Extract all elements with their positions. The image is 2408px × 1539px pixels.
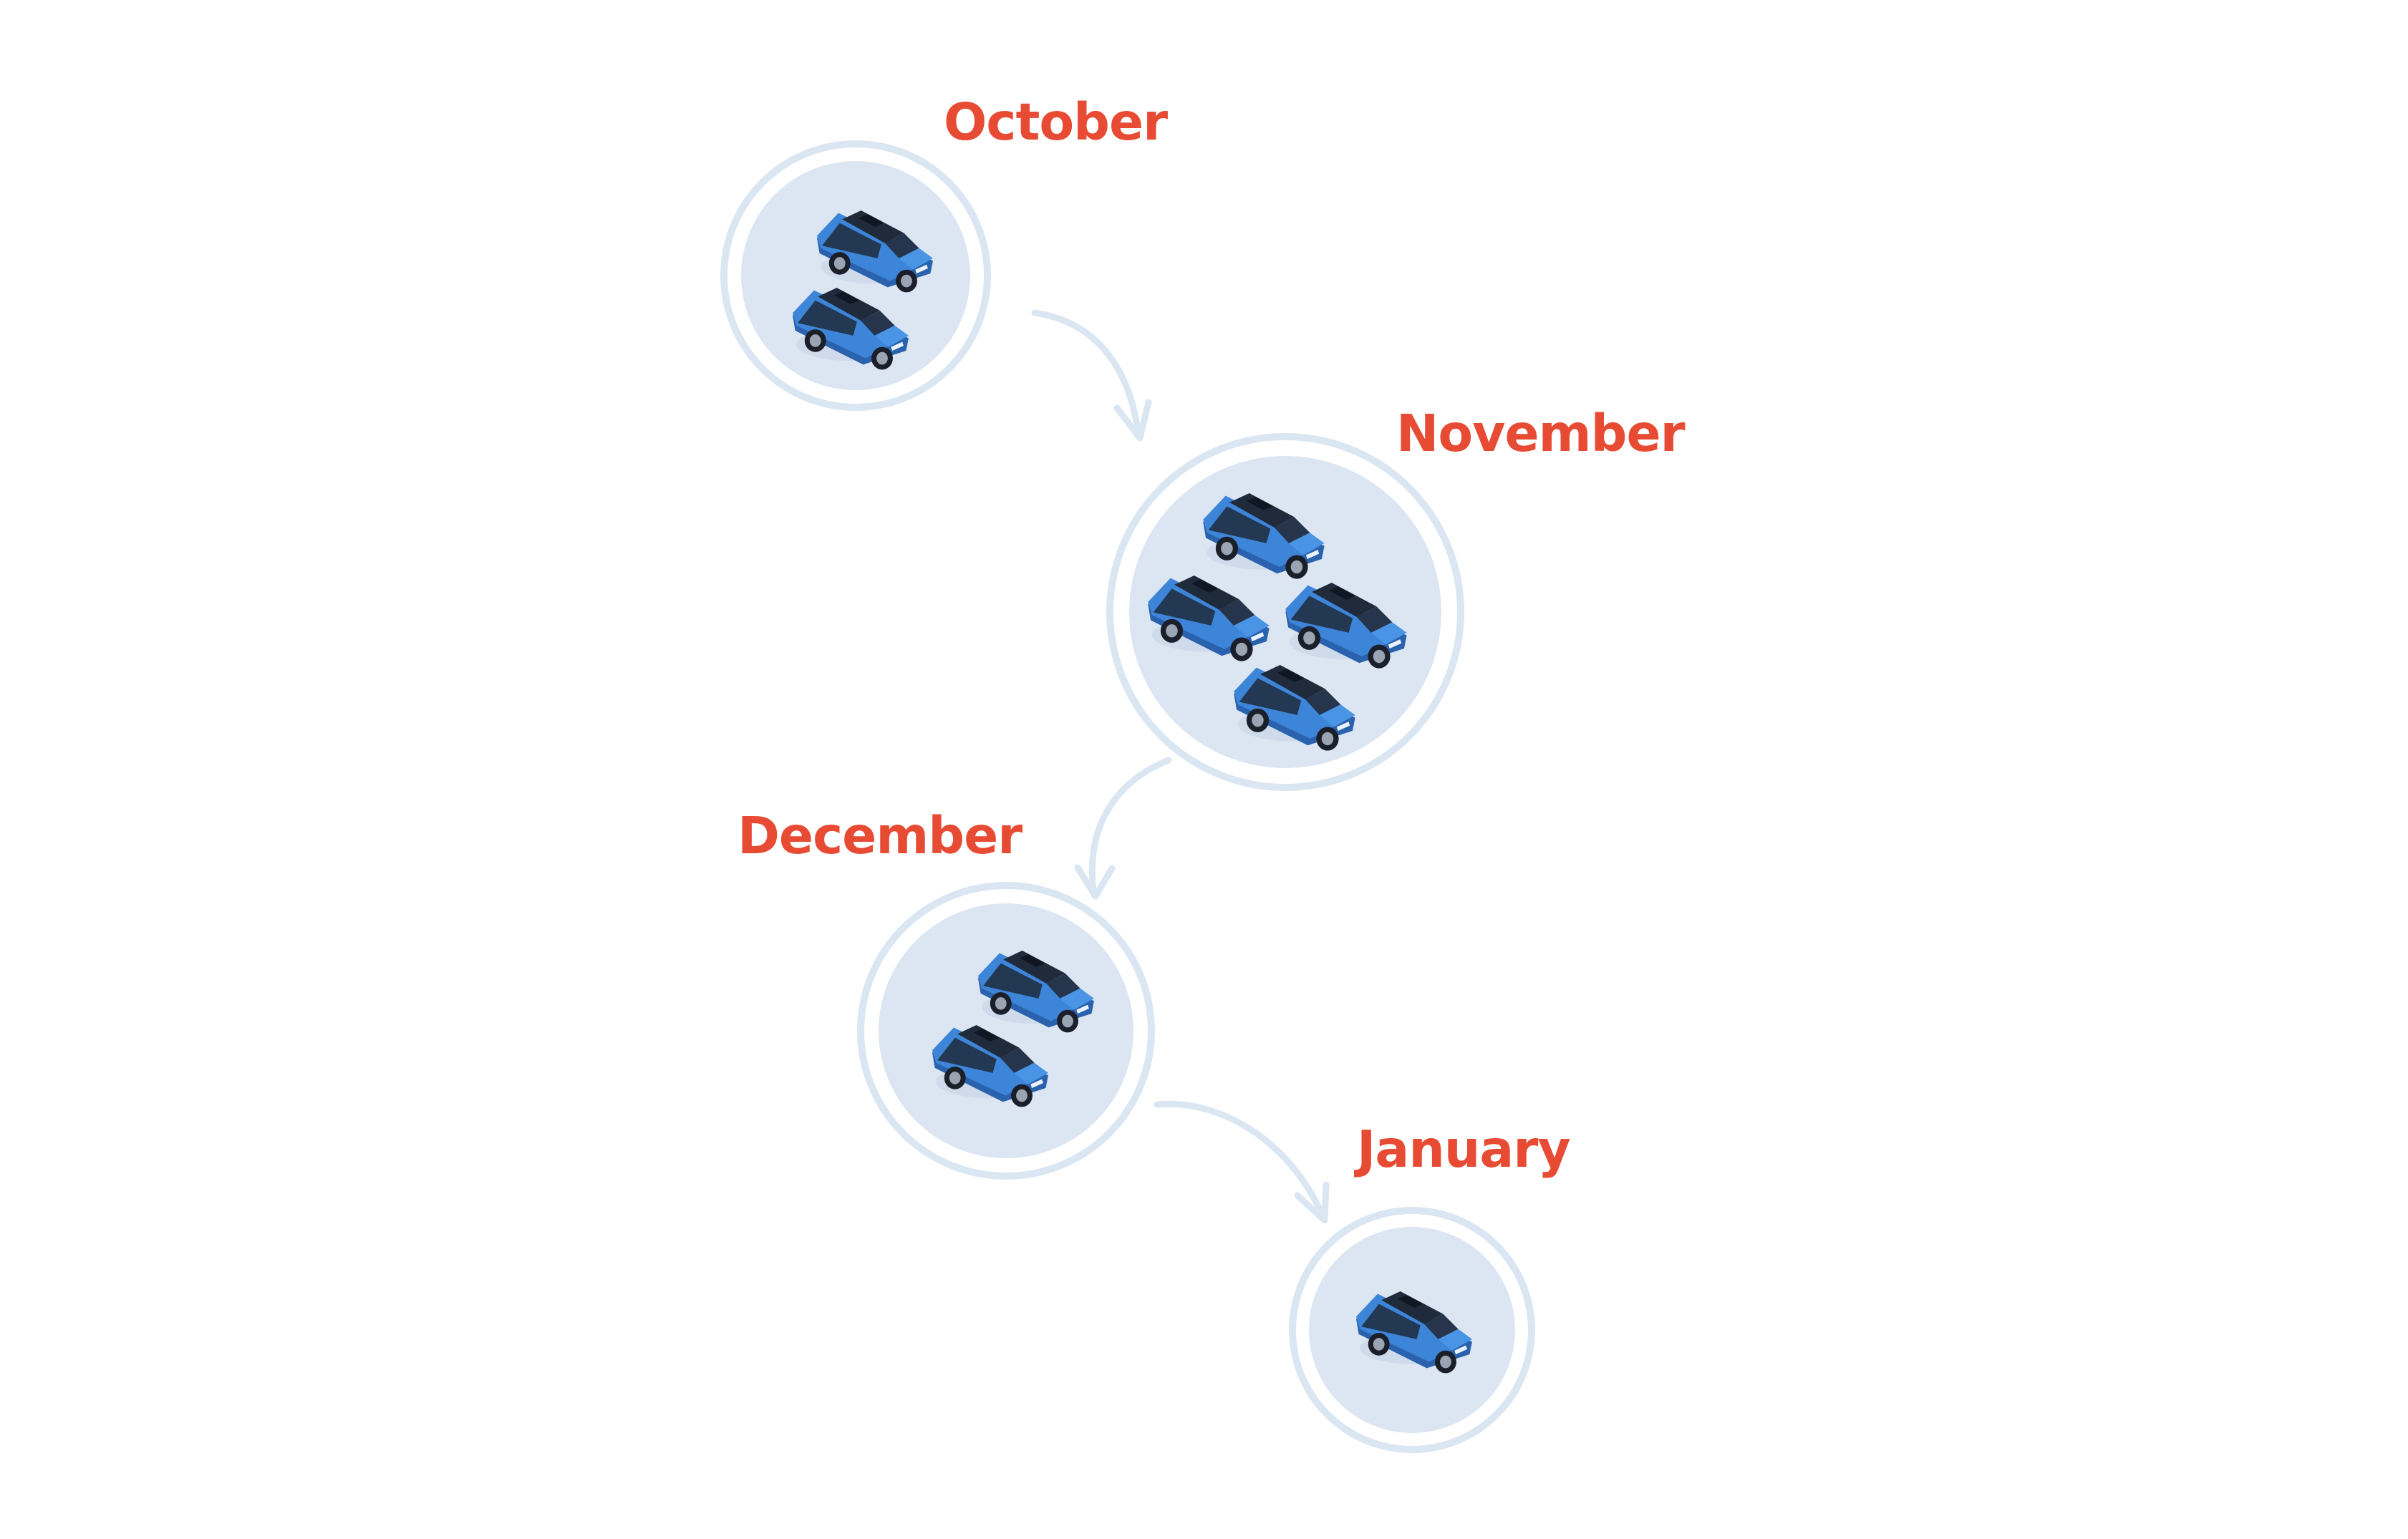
node-october: October [720, 92, 1169, 411]
arrow-november-to-december [1074, 757, 1172, 900]
arrow-december-to-january [1154, 1100, 1330, 1224]
node-november: November [1106, 404, 1686, 791]
month-label-december: December [738, 806, 1022, 865]
month-label-january: January [1354, 1120, 1570, 1179]
month-label-october: October [944, 92, 1168, 152]
node-january: January [1289, 1120, 1571, 1453]
arrow-october-to-november [1031, 309, 1152, 442]
node-december: December [738, 806, 1155, 1180]
month-label-november: November [1396, 404, 1686, 463]
